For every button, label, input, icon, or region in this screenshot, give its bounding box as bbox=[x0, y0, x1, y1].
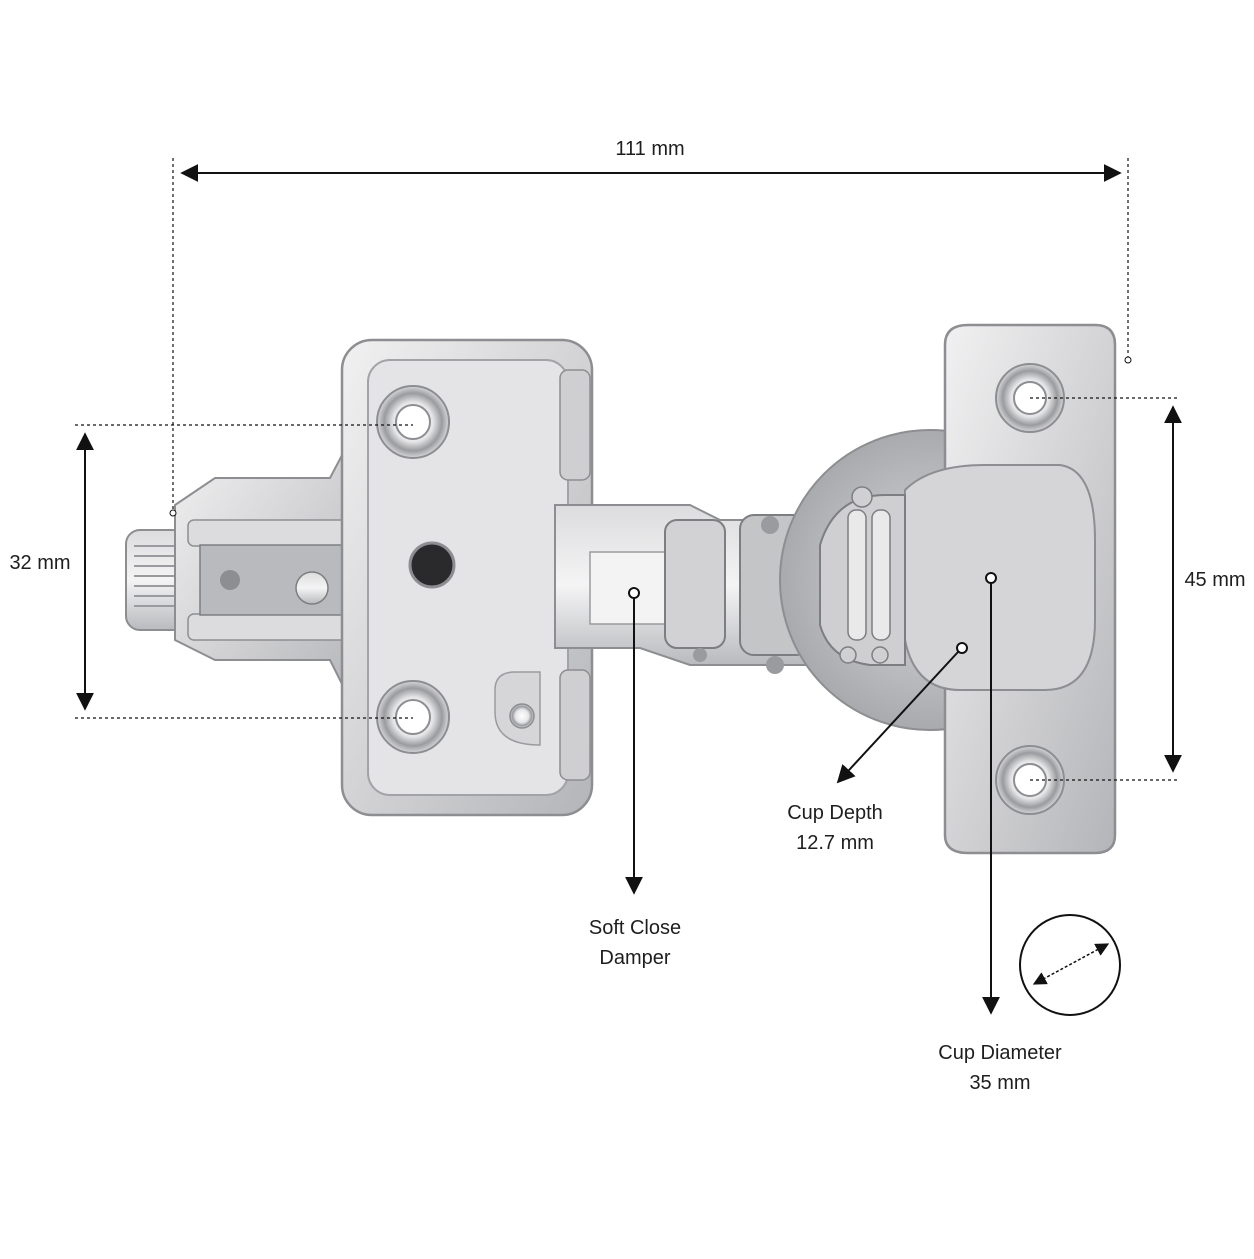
cup-depth-label: Cup Depth 12.7 mm bbox=[755, 798, 915, 858]
adjustment-hole bbox=[408, 541, 456, 589]
cup-depth-label-line2: 12.7 mm bbox=[796, 832, 874, 854]
hinge-cup-assembly bbox=[779, 323, 1117, 855]
plate-hole-spacing-label: 32 mm bbox=[9, 552, 71, 574]
soft-close-damper-label: Soft Close Damper bbox=[555, 913, 715, 973]
callout-cup-diameter-leader bbox=[982, 572, 1000, 1015]
diameter-symbol-icon bbox=[1019, 914, 1121, 1016]
soft-close-label-line2: Damper bbox=[599, 947, 671, 969]
dimension-cup-hole-spacing bbox=[1030, 397, 1182, 781]
callout-cup-depth-leader bbox=[836, 642, 968, 784]
lever-grip-ridges bbox=[134, 545, 180, 607]
dimension-overall-width bbox=[169, 158, 1132, 517]
soft-close-label-line1: Soft Close bbox=[588, 917, 682, 939]
cup-diameter-label-line2: 35 mm bbox=[969, 1072, 1031, 1094]
mounting-plate bbox=[125, 338, 594, 817]
cup-diameter-label: Cup Diameter 35 mm bbox=[910, 1038, 1090, 1098]
callout-soft-close-leader bbox=[625, 587, 643, 895]
overall-width-label: 111 mm bbox=[615, 138, 685, 160]
cup-depth-label-line1: Cup Depth bbox=[787, 802, 883, 824]
dimension-plate-hole-spacing bbox=[75, 424, 413, 719]
cup-diameter-label-line1: Cup Diameter bbox=[938, 1042, 1062, 1064]
cup-hole-spacing-label: 45 mm bbox=[1184, 569, 1246, 591]
